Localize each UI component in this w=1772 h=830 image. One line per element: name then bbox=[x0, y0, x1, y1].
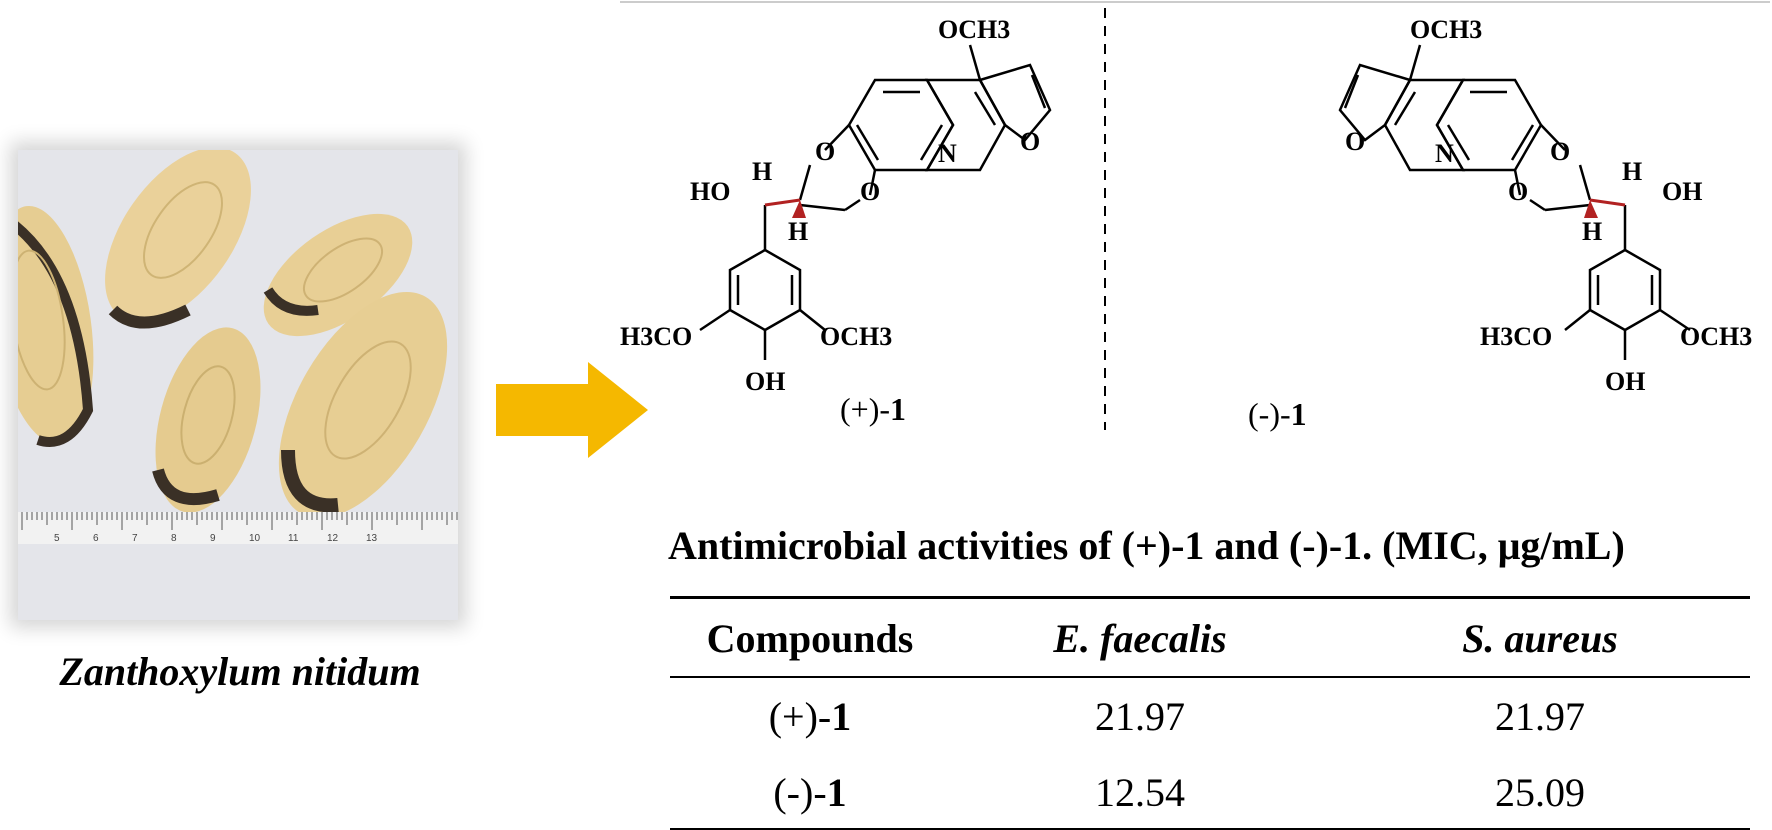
compound-label-plus: (+)-1 bbox=[840, 391, 906, 427]
svg-text:H: H bbox=[1582, 217, 1602, 246]
ruler-tick-label: 11 bbox=[288, 533, 299, 544]
svg-text:OCH3: OCH3 bbox=[1680, 322, 1752, 351]
s-aureus-cell: 21.97 bbox=[1495, 693, 1585, 739]
arrow-right-icon bbox=[496, 362, 648, 458]
ruler-tick-label: 5 bbox=[54, 533, 60, 544]
ruler-tick-label: 9 bbox=[210, 533, 216, 544]
wood-slice bbox=[152, 327, 261, 513]
svg-text:O: O bbox=[1020, 127, 1040, 156]
compound-cell: (+)-1 bbox=[768, 693, 852, 739]
wood-slice bbox=[263, 213, 413, 337]
svg-text:OH: OH bbox=[745, 367, 785, 396]
structure-minus-1 bbox=[1338, 44, 1691, 360]
e-faecalis-cell: 12.54 bbox=[1095, 769, 1185, 815]
table-title: Antimicrobial activities of (+)-1 and (-… bbox=[668, 523, 1625, 568]
ruler-tick-label: 10 bbox=[249, 533, 261, 544]
compound-cell: (-)-1 bbox=[773, 769, 847, 815]
ruler-tick-label: 13 bbox=[366, 533, 378, 544]
table-header-row: Compounds E. faecalis S. aureus bbox=[670, 598, 1750, 678]
table-bottom-rule bbox=[670, 828, 1750, 830]
svg-text:N: N bbox=[938, 139, 957, 168]
svg-text:H3CO: H3CO bbox=[1480, 322, 1552, 351]
ruler-tick-label: 7 bbox=[132, 533, 138, 544]
ruler-tick-label: 12 bbox=[327, 533, 339, 544]
stereo-bond bbox=[764, 198, 801, 207]
ruler: 5 6 7 8 9 10 11 12 13 bbox=[18, 512, 458, 544]
svg-text:HO: HO bbox=[690, 177, 730, 206]
compound-label-minus: (-)-1 bbox=[1248, 396, 1307, 432]
mic-table: Compounds E. faecalis S. aureus (+)-1 21… bbox=[670, 598, 1750, 830]
svg-text:O: O bbox=[1550, 137, 1570, 166]
ruler-tick-label: 8 bbox=[171, 533, 177, 544]
plant-photo: 5 6 7 8 9 10 11 12 13 bbox=[18, 150, 458, 620]
svg-text:N: N bbox=[1435, 139, 1454, 168]
svg-text:O: O bbox=[860, 177, 880, 206]
svg-text:H: H bbox=[788, 217, 808, 246]
svg-text:O: O bbox=[1508, 177, 1528, 206]
e-faecalis-cell: 21.97 bbox=[1095, 693, 1185, 739]
table-top-rule bbox=[670, 596, 1750, 599]
svg-text:OCH3: OCH3 bbox=[938, 15, 1010, 44]
wood-slice bbox=[105, 150, 251, 329]
header-e-faecalis: E. faecalis bbox=[1053, 615, 1227, 661]
svg-text:OCH3: OCH3 bbox=[1410, 15, 1482, 44]
atom-labels-plus: OCH3 O O N O HO H H H3CO OCH3 OH bbox=[620, 15, 1040, 396]
header-compounds: Compounds bbox=[706, 615, 914, 661]
wedge-bond bbox=[792, 200, 806, 218]
svg-text:O: O bbox=[815, 137, 835, 166]
wood-slice bbox=[278, 291, 448, 519]
s-aureus-cell: 25.09 bbox=[1495, 769, 1585, 815]
svg-text:H3CO: H3CO bbox=[620, 322, 692, 351]
wood-slice bbox=[18, 205, 94, 447]
table-row: (-)-1 12.54 25.09 bbox=[670, 754, 1750, 830]
header-s-aureus: S. aureus bbox=[1462, 615, 1618, 661]
table-header-rule bbox=[670, 676, 1750, 678]
wood-slices-image: 5 6 7 8 9 10 11 12 13 bbox=[18, 150, 458, 620]
atom-labels-minus: OCH3 O O N O OH H H H3CO OCH3 OH bbox=[1345, 15, 1752, 396]
svg-text:O: O bbox=[1345, 127, 1365, 156]
structure-plus-1 bbox=[699, 44, 1052, 360]
svg-text:OH: OH bbox=[1605, 367, 1645, 396]
table-row: (+)-1 21.97 21.97 bbox=[670, 678, 1750, 754]
ruler-tick-label: 6 bbox=[93, 533, 99, 544]
svg-text:H: H bbox=[1622, 157, 1642, 186]
svg-text:OCH3: OCH3 bbox=[820, 322, 892, 351]
svg-text:OH: OH bbox=[1662, 177, 1702, 206]
enantiomer-structures: OCH3 O O N O HO H H H3CO OCH3 OH (+)-1 bbox=[620, 1, 1770, 432]
species-caption: Zanthoxylum nitidum bbox=[59, 649, 421, 694]
svg-text:H: H bbox=[752, 157, 772, 186]
